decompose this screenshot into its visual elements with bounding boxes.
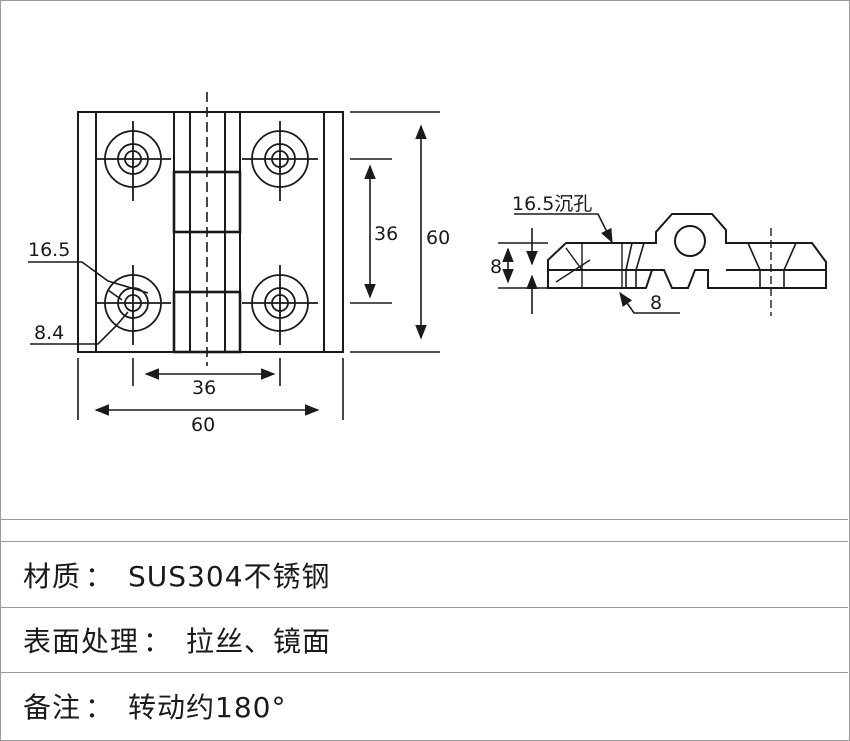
dim-label-holes-height: 36 [374, 223, 398, 245]
spec-colon: ： [85, 559, 115, 593]
dim-label-holes-width: 36 [192, 377, 216, 399]
countersink-right [747, 242, 761, 288]
spec-value: 转动约180° [128, 691, 287, 724]
spec-colon: ： [143, 624, 173, 658]
dim-label-outer-width: 60 [191, 414, 215, 436]
side-dim-thickness: 8 [490, 256, 502, 278]
dim-label-hole: 8.4 [34, 322, 64, 344]
spec-label: 表面处理 [23, 624, 140, 658]
spec-value: 拉丝、镜面 [186, 624, 332, 658]
leader-8-4 [30, 311, 129, 345]
side-profile [547, 213, 827, 289]
technical-drawing: 16.5 8.4 36 60 36 60 [28, 92, 827, 436]
front-dim-labels: 16.5 8.4 36 60 36 60 [28, 223, 450, 436]
leader-counterbore-note [514, 213, 613, 244]
hole-top-left [95, 121, 171, 201]
leader-depth [619, 291, 680, 314]
spec-colon: ： [85, 691, 115, 724]
side-dim-depth: 8 [650, 292, 662, 314]
front-view [28, 92, 344, 366]
side-counterbore-note: 16.5沉孔 [512, 193, 592, 215]
hole-bottom-right [242, 265, 318, 345]
front-dims [77, 111, 440, 420]
dim-label-outer-height: 60 [426, 227, 450, 249]
pin-circle [674, 225, 706, 257]
side-dims [498, 213, 680, 314]
spec-row-note: 备注 ： 转动约180° [1, 673, 848, 739]
spec-row-material: 材质 ： SUS304不锈钢 [1, 541, 848, 608]
spec-value: SUS304不锈钢 [128, 559, 331, 593]
spec-label: 材质 [23, 559, 82, 593]
spec-label: 备注 [23, 691, 82, 724]
side-view [547, 213, 827, 316]
spec-row-surface: 表面处理 ： 拉丝、镜面 [1, 607, 848, 673]
leader-16-5 [28, 261, 149, 294]
dim-label-counterbore: 16.5 [28, 239, 70, 261]
hole-top-right [242, 121, 318, 201]
drawing-panel [1, 1, 848, 520]
side-dim-labels: 16.5沉孔 8 8 [490, 193, 662, 314]
hole-bottom-left [95, 265, 171, 345]
